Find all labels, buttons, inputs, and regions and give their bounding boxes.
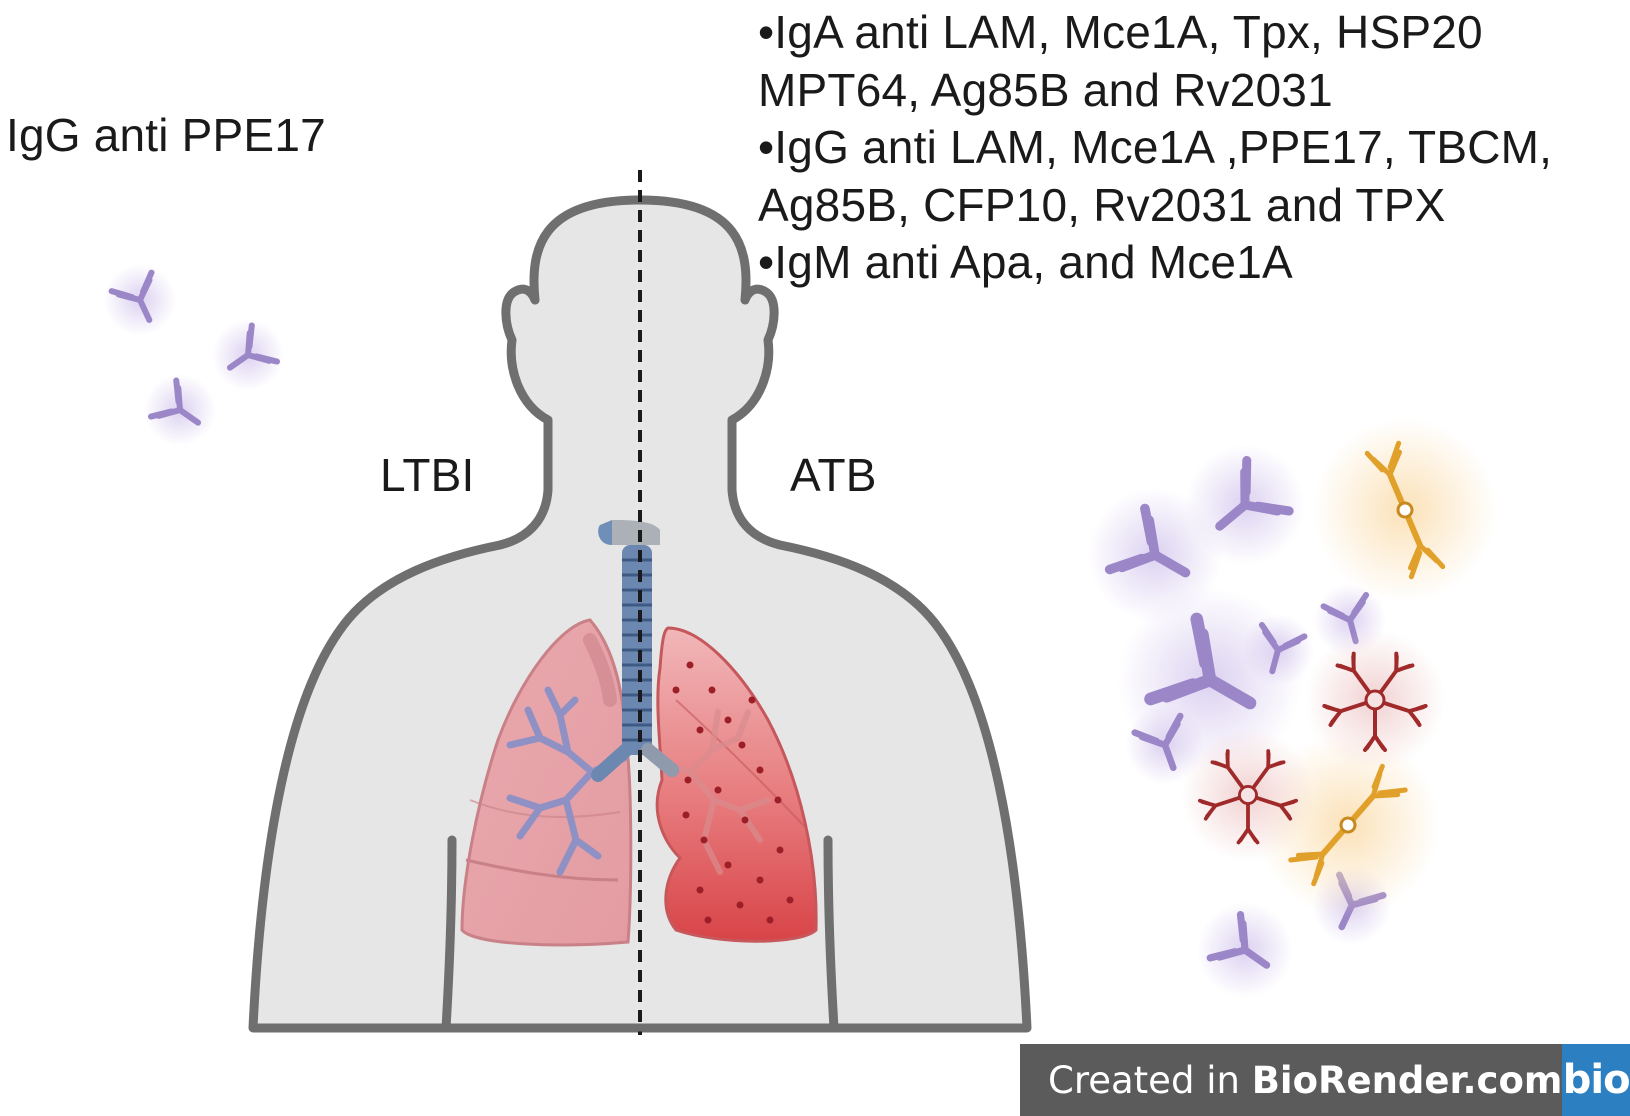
infected-bronchial-tree xyxy=(657,709,771,875)
badge-prefix: Created in xyxy=(1048,1058,1252,1102)
biorender-badge[interactable]: Created in BioRender.com bio xyxy=(1020,1044,1630,1116)
infected-lung xyxy=(655,626,818,943)
atb-list-line: •IgM anti Apa, and Mce1A xyxy=(758,236,1293,288)
lung-icon xyxy=(655,626,818,943)
atb-antibody-list: •IgA anti LAM, Mce1A, Tpx, HSP20 MPT64, … xyxy=(758,4,1552,292)
ltbi-label: LTBI xyxy=(380,449,475,501)
biorender-logo-icon: bio xyxy=(1562,1044,1630,1116)
healthy-bronchial-tree xyxy=(506,686,628,876)
atb-label: ATB xyxy=(790,449,877,501)
right-arm-contour xyxy=(823,835,839,1033)
igg-ltbi-caption: IgG anti PPE17 xyxy=(6,109,326,161)
lesion-dots xyxy=(672,661,794,924)
igg-antibody-icon xyxy=(1196,901,1294,999)
igm-antibody-icon xyxy=(1305,630,1445,770)
badge-brand: BioRender.com xyxy=(1251,1058,1563,1102)
igg-antibody-icon xyxy=(212,319,284,391)
igg-antibody-icon xyxy=(104,264,176,336)
igg-antibody-icon xyxy=(1242,614,1314,686)
left-arm-contour xyxy=(441,835,457,1033)
atb-list-line: •IgA anti LAM, Mce1A, Tpx, HSP20 xyxy=(758,6,1483,58)
igg-antibody-icon xyxy=(1087,487,1223,623)
igm-antibody-icon xyxy=(1181,728,1315,862)
igg-antibody-icon xyxy=(144,374,216,446)
atb-list-line: Ag85B, CFP10, Rv2031 and TPX xyxy=(758,178,1446,231)
igg-antibody-icon xyxy=(1125,705,1205,785)
iga-antibody-icon xyxy=(1313,418,1497,602)
atb-list-line: •IgG anti LAM, Mce1A ,PPE17, TBCM, xyxy=(758,121,1553,173)
trachea-icon xyxy=(591,520,679,782)
atb-list-line: MPT64, Ag85B and Rv2031 xyxy=(758,63,1333,116)
badge-text: Created in BioRender.com xyxy=(1020,1059,1562,1102)
